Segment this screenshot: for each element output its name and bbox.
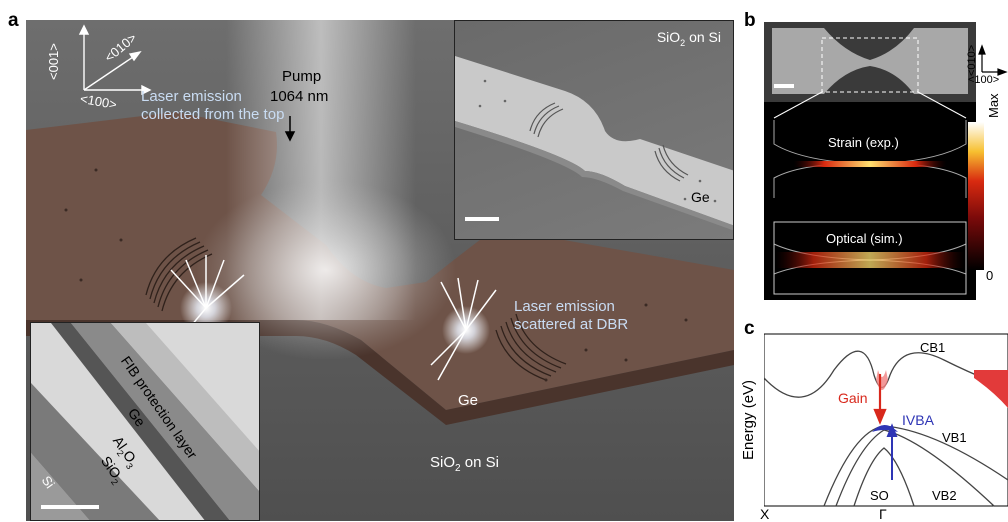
gain-arrow: [873, 374, 887, 425]
panel-a-label: a: [8, 10, 19, 31]
dbr-left: [145, 237, 213, 312]
xtick-gamma: Γ: [879, 506, 887, 522]
panel-b-scalebar: [774, 84, 794, 88]
cb-l-population: [974, 370, 1008, 408]
axes-icon: [78, 24, 152, 96]
panel-b-svg: [764, 22, 1008, 300]
axis-001-label: <001>: [46, 43, 61, 80]
sem-holes: [478, 79, 717, 203]
ge-membrane-top: [26, 112, 734, 410]
panel-c-band-diagram: CB1 VB1 SO VB2 Gain IVBA Energy (eV) X Γ: [740, 330, 1008, 522]
y-axis-label: Energy (eV): [740, 379, 757, 460]
strain-map: [794, 161, 946, 167]
panel-b-axis-100: <100>: [968, 74, 1000, 86]
sem-substrate-label: SiO2 on Si: [656, 29, 721, 48]
sem-inset: SiO2 on Si Ge: [454, 20, 734, 240]
emission-top-label-1: Laser emission: [141, 88, 242, 105]
sem-membrane-edge: [455, 121, 733, 231]
ivba-arrow: [886, 423, 898, 480]
colorbar: [968, 122, 984, 270]
dbr-right: [495, 313, 567, 381]
etch-holes: [64, 168, 688, 382]
tem-scalebar: [41, 505, 99, 509]
emission-dbr-label-1: Laser emission: [514, 298, 615, 315]
panel-b-axis-010: <010>: [966, 44, 978, 76]
sem-scalebar: [465, 217, 499, 221]
panel-b-zoom-box: [821, 37, 919, 93]
sem-membrane: [455, 56, 733, 226]
optical-map: [776, 252, 964, 268]
tem-svg: [31, 323, 259, 520]
pump-spot: [196, 180, 456, 360]
panel-b-label: b: [744, 10, 756, 31]
band-diagram-svg: [764, 333, 1008, 507]
band-frame: [764, 333, 1008, 507]
sem-ge-label: Ge: [691, 189, 710, 205]
vb1-label: VB1: [942, 430, 967, 445]
pump-wavelength: 1064 nm: [270, 88, 329, 105]
ge-label: Ge: [458, 392, 479, 409]
vb2-label: VB2: [932, 488, 957, 503]
ge-membrane-edge: [26, 320, 734, 425]
gain-label: Gain: [838, 390, 868, 406]
strain-title: Strain (exp.): [826, 135, 901, 150]
so-label: SO: [870, 488, 889, 503]
sem-svg: [455, 56, 733, 231]
cb1-label: CB1: [920, 340, 946, 355]
ivba-label: IVBA: [902, 412, 934, 428]
emission-dbr-label-2: scattered at DBR: [514, 316, 629, 333]
panel-b: Strain (exp.) Optical (sim.) Max 0 <010>…: [764, 22, 1008, 300]
vb2-band: [835, 429, 995, 507]
emission-arrows-left: [170, 255, 245, 351]
colorbar-max-label: Max: [986, 93, 1001, 118]
pump-label: Pump: [282, 68, 322, 85]
panel-b-axes-icon: [978, 44, 1008, 76]
device-render-svg: [26, 20, 734, 425]
panel-c-label: c: [744, 318, 755, 339]
sem-dbr: [529, 102, 689, 182]
so-band: [853, 447, 915, 507]
optical-title: Optical (sim.): [824, 231, 905, 246]
emission-arrows-right: [430, 277, 497, 381]
pump-arrow: [284, 116, 296, 142]
colorbar-min-label: 0: [986, 268, 994, 283]
substrate-label: SiO2 on Si: [430, 454, 499, 474]
panel-b-sem: [772, 28, 968, 94]
tem-inset: FIB protection layer Ge Al2O3 SiO2 Si: [30, 322, 260, 521]
xtick-x: X: [760, 506, 770, 522]
emission-top-label-2: collected from the top: [141, 106, 285, 123]
